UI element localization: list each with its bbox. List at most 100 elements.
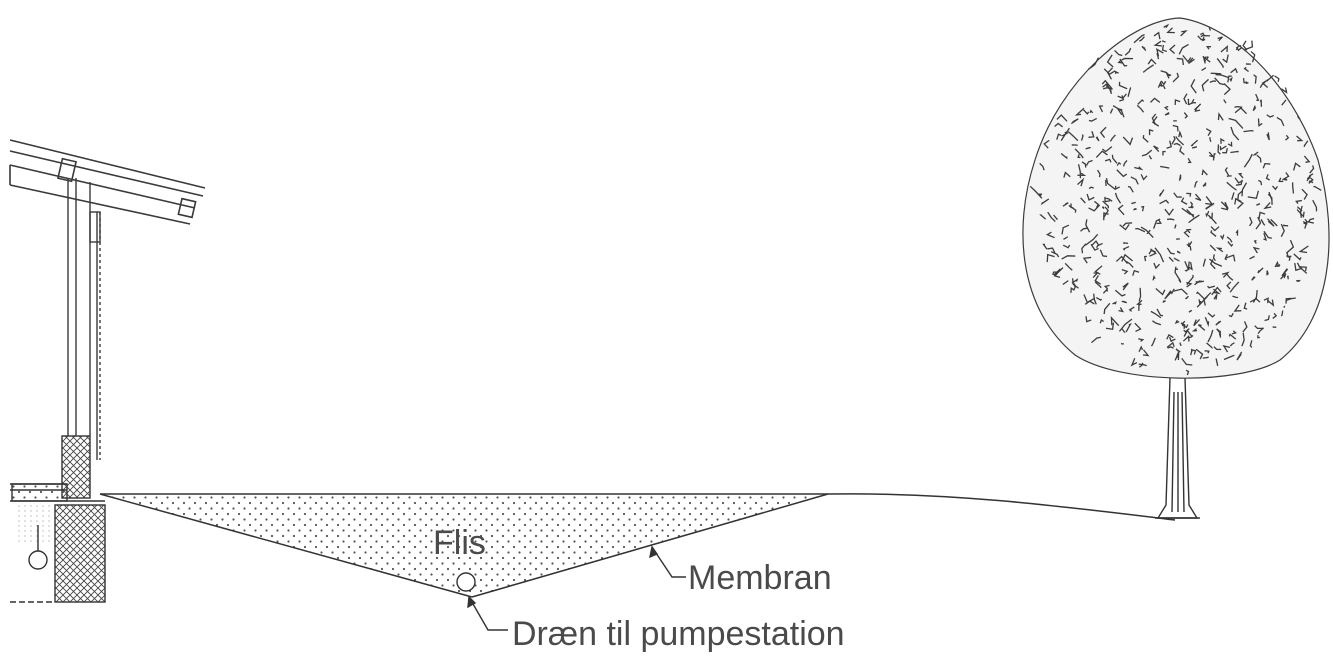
leaf-mark (1119, 95, 1125, 102)
leaf-mark (1127, 185, 1134, 193)
leaf-mark (1159, 199, 1170, 205)
leaf-mark (1114, 289, 1126, 297)
leaf-mark (1215, 358, 1219, 367)
leaf-mark (1213, 346, 1222, 351)
leaf-mark (1183, 328, 1190, 333)
leaf-mark (1204, 350, 1210, 354)
leaf-mark (1148, 129, 1154, 136)
leaf-mark (1153, 40, 1163, 47)
leaf-mark (1114, 192, 1122, 204)
leaf-mark (1236, 351, 1243, 361)
leaf-mark (1074, 107, 1085, 116)
leaf-mark (1214, 77, 1225, 86)
leaf-mark (1106, 54, 1114, 68)
leaf-mark (1081, 161, 1087, 168)
leaf-mark (1271, 185, 1279, 191)
leaf-mark (1256, 203, 1261, 206)
leaf-mark (1188, 261, 1193, 271)
leaf-mark (1155, 287, 1166, 296)
leaf-mark (1174, 99, 1181, 105)
leaf-mark (1101, 79, 1113, 90)
leaf-mark (1232, 295, 1239, 299)
leaf-mark (1229, 281, 1240, 293)
leaf-mark (1155, 47, 1164, 57)
tree-crown-outline (1022, 17, 1330, 379)
leaf-mark (1280, 310, 1284, 317)
leaf-mark (1237, 190, 1243, 201)
leaf-mark (1253, 74, 1257, 84)
leaf-mark (1283, 178, 1288, 181)
leaf-mark (1117, 204, 1125, 216)
leaf-mark (1191, 328, 1197, 332)
leaf-mark (1183, 329, 1193, 337)
leaf-mark (1283, 305, 1286, 308)
leaf-mark (1143, 255, 1147, 262)
leaf-mark (1202, 356, 1209, 359)
leaf-mark (1299, 205, 1303, 218)
leaf-mark (1146, 229, 1151, 235)
leaf-mark (1172, 124, 1179, 132)
leaf-mark (1137, 99, 1145, 105)
leaf-mark (1207, 285, 1215, 289)
leaf-mark (1053, 267, 1064, 278)
leaf-mark (1227, 75, 1232, 83)
leaf-mark (1164, 208, 1174, 216)
leaf-mark (1209, 80, 1216, 83)
leaf-mark (1228, 117, 1244, 129)
leaf-mark (1138, 338, 1145, 342)
leaf-mark (1208, 258, 1223, 267)
leaf-mark (1080, 197, 1086, 204)
leaf-mark (1136, 104, 1145, 113)
drain-pipe-foundation (14, 505, 54, 570)
leaf-mark (1266, 270, 1269, 276)
leaf-mark (1205, 196, 1214, 206)
leaf-mark (1101, 146, 1113, 153)
leaf-mark (1218, 330, 1222, 338)
leaf-mark (1206, 342, 1213, 350)
leaf-mark (1208, 151, 1216, 158)
leaf-mark (1149, 248, 1157, 257)
leaf-mark (1152, 320, 1162, 326)
leaf-mark (1252, 151, 1259, 156)
leaf-mark (1135, 228, 1146, 233)
leaf-mark (1085, 233, 1099, 246)
leaf-mark (1138, 362, 1144, 368)
leaf-mark (1187, 241, 1193, 248)
leaf-mark (1274, 75, 1280, 82)
leaf-mark (1109, 108, 1114, 114)
leaf-mark (1121, 57, 1134, 61)
leaf-mark (1061, 255, 1076, 260)
leaf-mark (1193, 318, 1201, 327)
leaf-mark (1282, 224, 1289, 227)
leaf-mark (1153, 218, 1161, 229)
leaf-mark (1249, 340, 1253, 348)
leaf-mark (1216, 58, 1224, 68)
leaf-mark (1138, 287, 1142, 302)
leaf-mark (1063, 171, 1071, 178)
leaf-mark (1210, 226, 1220, 232)
leaf-mark (1178, 130, 1183, 138)
drain-pipe-icon (456, 572, 476, 592)
leaf-mark (1230, 67, 1238, 74)
leaf-mark (1208, 26, 1212, 31)
leaf-mark (1130, 176, 1139, 185)
leaf-mark (1162, 40, 1166, 43)
leaf-mark (1285, 239, 1295, 254)
leaf-mark (1294, 262, 1303, 272)
leaf-mark (1042, 243, 1048, 250)
leaf-mark (1297, 115, 1301, 120)
leaf-mark (1164, 111, 1170, 116)
leaf-mark (1248, 216, 1253, 227)
leaf-mark (1215, 247, 1224, 253)
leaf-mark (1296, 209, 1305, 219)
house-wall (67, 178, 101, 460)
leaf-mark (1195, 348, 1204, 360)
leaf-mark (1089, 109, 1094, 114)
leaf-mark (1156, 53, 1160, 60)
leaf-mark (1221, 271, 1230, 278)
leaf-mark (1063, 236, 1069, 240)
leaf-mark (1227, 141, 1233, 148)
leaf-mark (1102, 87, 1113, 90)
leaf-mark (1083, 109, 1090, 115)
leaf-mark (1222, 345, 1231, 353)
